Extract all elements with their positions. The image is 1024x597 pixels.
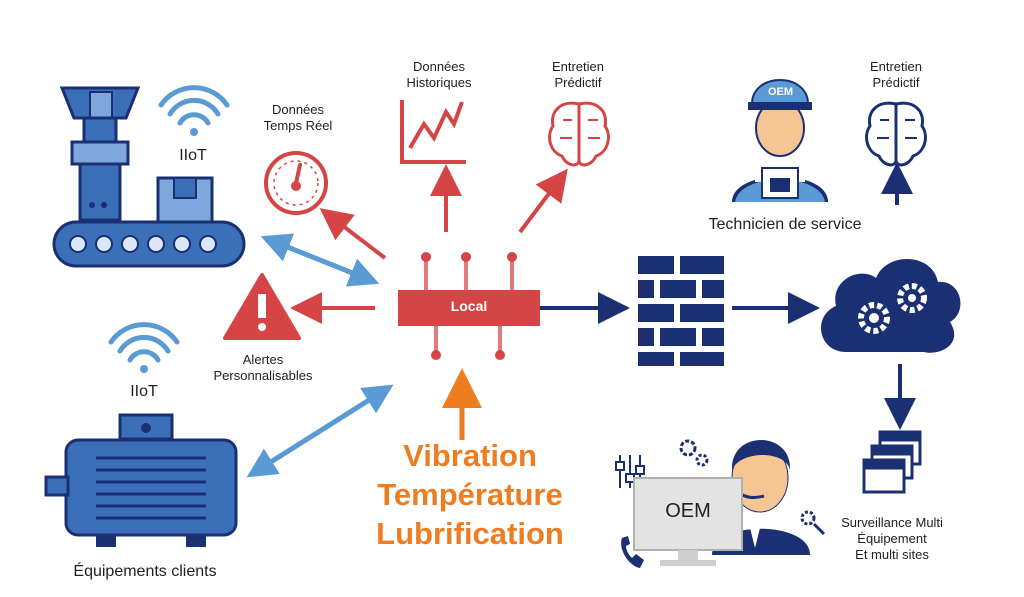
firewall-icon xyxy=(638,256,724,366)
local-device-pins xyxy=(421,252,517,360)
monitor-icon xyxy=(633,477,743,566)
iiot-label-bottom: IIoT xyxy=(130,383,158,400)
red-arrows xyxy=(290,164,568,324)
navy-arrows xyxy=(540,162,916,430)
gauge-icon xyxy=(264,151,328,215)
sliders-icon xyxy=(615,455,645,488)
wifi-icon-bottom xyxy=(108,322,180,373)
phone-icon xyxy=(621,536,644,568)
chart-trend-icon xyxy=(400,100,466,164)
iiot-label-top: IIoT xyxy=(179,147,207,164)
oem-monitor-label: OEM xyxy=(665,500,711,522)
cloud-gears-icon xyxy=(821,258,961,353)
oem-cap-label: OEM xyxy=(768,86,794,98)
local-device xyxy=(398,290,540,326)
equipements-clients-label: Équipements clients xyxy=(73,563,217,580)
technicien-label: Technicien de service xyxy=(708,216,862,233)
multi-window-icon xyxy=(862,430,922,494)
wifi-icon-top xyxy=(158,85,230,136)
brain-icon-center xyxy=(548,101,610,167)
wrench-gear-icon xyxy=(800,510,826,536)
factory-machine-icon xyxy=(52,86,246,268)
blue-bidirectional-arrows xyxy=(246,233,394,478)
gears-icon xyxy=(679,439,709,467)
warning-icon xyxy=(223,273,301,340)
brain-icon-right xyxy=(865,101,927,167)
service-technician-icon xyxy=(732,79,828,202)
local-label: Local xyxy=(450,298,488,314)
electric-motor-icon xyxy=(44,413,238,547)
